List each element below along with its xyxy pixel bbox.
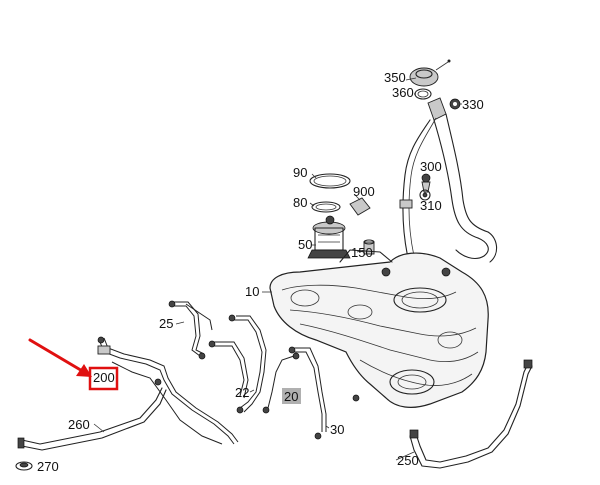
hose-200-part	[97, 336, 239, 445]
part-label-22: 22	[235, 385, 249, 400]
part-label-330: 330	[462, 97, 484, 112]
part-label-150: 150	[351, 245, 373, 260]
part-150	[363, 239, 375, 255]
fuel-line-22-part	[208, 314, 295, 414]
part-label-900: 900	[353, 184, 375, 199]
fuel-pump-module-part	[307, 215, 351, 259]
part-label-350: 350	[384, 70, 406, 85]
fuel-tank-part	[269, 249, 489, 408]
highlight-arrow	[28, 338, 92, 377]
part-label-10: 10	[245, 284, 259, 299]
part-label-200: 200	[93, 370, 115, 385]
part-label-80: 80	[293, 195, 307, 210]
part-label-90: 90	[293, 165, 307, 180]
pump-lock-ring-part	[311, 201, 341, 213]
part-label-270: 270	[37, 459, 59, 474]
sensor-900-part	[349, 197, 371, 216]
seal-ring-part	[414, 88, 432, 100]
leader-lines	[93, 77, 462, 461]
fuel-line-30-part	[288, 346, 327, 440]
valve-310-part	[419, 189, 431, 201]
part-label-30: 30	[330, 422, 344, 437]
part-label-50: 50	[298, 237, 312, 252]
bolt-270-part	[15, 461, 33, 471]
part-label-300: 300	[420, 159, 442, 174]
tank-strap-260-part	[17, 387, 167, 451]
part-label-360: 360	[392, 85, 414, 100]
filler-cap-part	[409, 59, 451, 87]
part-label-260: 260	[68, 417, 90, 432]
pump-seal-ring-part	[309, 173, 351, 189]
part-label-20: 20	[284, 389, 298, 404]
highlight-box-20	[282, 388, 301, 404]
filler-clip-part	[449, 98, 461, 110]
tank-strap-250-part	[409, 359, 533, 469]
highlight-box-200	[88, 366, 119, 391]
part-label-25: 25	[159, 316, 173, 331]
part-labels: 350 360 330 300 310 90 900 80 50 150 10 …	[37, 70, 484, 474]
filler-neck-pipe	[399, 97, 498, 263]
fuel-line-25-part	[168, 300, 213, 360]
part-label-250: 250	[397, 453, 419, 468]
valve-300-part	[421, 173, 431, 193]
part-label-310: 310	[420, 198, 442, 213]
